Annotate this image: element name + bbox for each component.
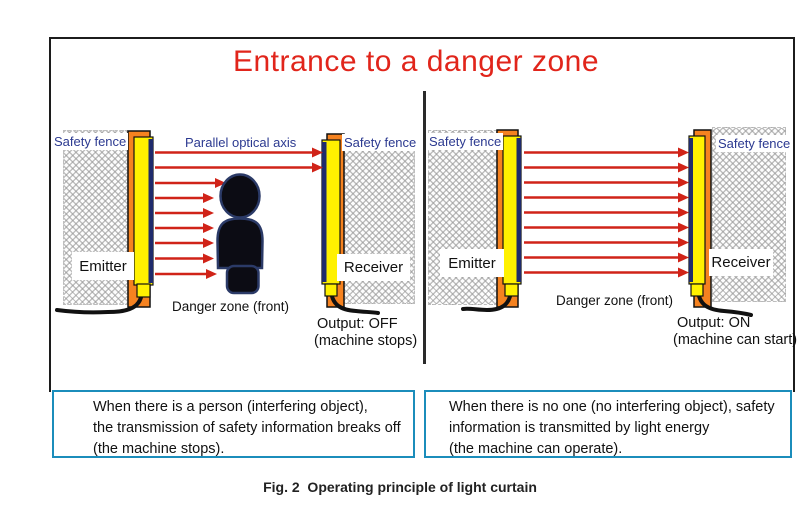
- description-line: When there is no one (no interfering obj…: [449, 399, 775, 415]
- receiver-post: [321, 133, 380, 315]
- description-box-blocked: When there is a person (interfering obje…: [52, 390, 415, 458]
- description-line: information is transmitted by light ener…: [449, 420, 710, 436]
- emitter-post: [55, 130, 154, 315]
- figure-caption: Fig. 2 Operating principle of light curt…: [263, 479, 537, 495]
- emitter-label: Emitter: [440, 249, 504, 277]
- diagram-frame: [49, 37, 795, 392]
- safety-fence-label: Safety fence: [427, 133, 504, 150]
- description-line: (the machine stops).: [93, 441, 225, 457]
- diagram-title: Entrance to a danger zone: [232, 45, 600, 78]
- person-silhouette: [216, 173, 264, 295]
- description-line: the transmission of safety information b…: [93, 420, 401, 436]
- receiver-cable: [696, 286, 753, 317]
- danger-zone-label: Danger zone (front): [556, 293, 674, 308]
- output-note-label: (machine stops): [314, 333, 418, 349]
- description-line: When there is a person (interfering obje…: [93, 399, 368, 415]
- description-line: (the machine can operate).: [449, 441, 623, 457]
- safety-fence-label: Safety fence: [716, 135, 793, 152]
- light-beams-clear: [524, 147, 689, 278]
- receiver-cable: [329, 286, 380, 315]
- output-note-label: (machine can start): [673, 332, 798, 348]
- receiver-label: Receiver: [337, 254, 410, 281]
- receiver-post: [688, 129, 753, 317]
- emitter-label: Emitter: [72, 252, 134, 280]
- emitter-cable: [55, 288, 144, 315]
- light-beams-blocked: [155, 147, 323, 279]
- safety-fence-label: Safety fence: [52, 133, 129, 150]
- danger-zone-label: Danger zone (front): [172, 299, 290, 314]
- receiver-label: Receiver: [709, 249, 773, 276]
- safety-fence-label: Safety fence: [342, 134, 419, 151]
- emitter-cable: [461, 286, 513, 313]
- emitter-post: [461, 129, 522, 313]
- description-box-clear: When there is no one (no interfering obj…: [424, 390, 792, 458]
- panel-divider: [423, 91, 426, 364]
- parallel-optical-axis-label: Parallel optical axis: [185, 135, 297, 150]
- output-state-label: Output: OFF: [317, 316, 398, 332]
- output-state-label: Output: ON: [677, 315, 751, 331]
